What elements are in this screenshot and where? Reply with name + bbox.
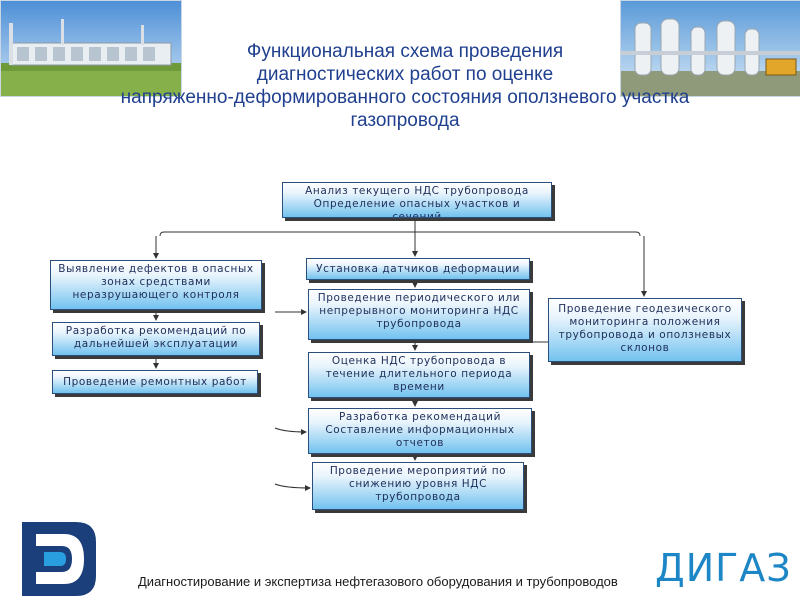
box-sensor-installation-line-1: Установка датчиков деформации <box>316 263 520 275</box>
box-stress-reduction-measures-line-1: Проведение мероприятий по <box>329 465 507 477</box>
box-stress-analysis: Анализ текущего НДС трубопровода Определ… <box>282 182 552 218</box>
title-line-4: газопровода <box>350 110 460 131</box>
box-repair-works: Проведение ремонтных работ <box>52 370 258 394</box>
box-long-term-assessment-line-2: течение длительного периода <box>325 368 513 380</box>
title-line-2: диагностических работ по оценке <box>256 64 554 85</box>
box-stress-monitoring-line-3: трубопровода <box>376 318 462 330</box>
connector-left-to-measures <box>274 483 311 491</box>
box-stress-analysis-line-2: Определение опасных участков и сечений <box>313 198 521 218</box>
company-tagline: Диагностирование и экспертиза нефтегазов… <box>138 574 618 589</box>
box-defect-detection-line-3: неразрушающего контроля <box>72 289 240 301</box>
gas-plant-photo <box>620 0 800 97</box>
box-operation-recommendations: Разработка рекомендаций по дальнейшей эк… <box>52 322 260 356</box>
box-reports-line-2: Составление информационных <box>325 424 515 436</box>
box-reports-line-3: отчетов <box>395 437 445 449</box>
brand-name: ДИГАЗ <box>655 546 792 590</box>
title-line-3: напряженно-деформированного состояния оп… <box>120 87 690 108</box>
box-sensor-installation: Установка датчиков деформации <box>306 258 530 280</box>
box-reports-line-1: Разработка рекомендаций <box>338 411 501 423</box>
box-reports: Разработка рекомендаций Составление инфо… <box>308 408 532 454</box>
box-stress-reduction-measures-line-2: снижению уровня НДС <box>348 478 488 490</box>
box-long-term-assessment: Оценка НДС трубопровода в течение длител… <box>308 352 530 398</box>
box-defect-detection-line-2: зонах средствами <box>101 276 211 288</box>
box-stress-reduction-measures-line-3: трубопровода <box>375 491 461 503</box>
compressor-station-photo <box>0 0 182 97</box>
box-stress-monitoring-line-1: Проведение периодического или <box>317 292 521 304</box>
box-operation-recommendations-line-1: Разработка рекомендаций по <box>65 325 247 337</box>
box-repair-works-line-1: Проведение ремонтных работ <box>63 376 247 388</box>
box-geodetic-monitoring-line-2: мониторинга положения <box>569 316 721 328</box>
digaz-logo-icon <box>20 520 98 598</box>
connector-horizontal-split <box>159 231 641 237</box>
connector-left-to-reports <box>274 427 307 435</box>
box-operation-recommendations-line-2: дальнейшей эксплуатации <box>73 338 239 350</box>
box-long-term-assessment-line-3: времени <box>393 381 445 393</box>
box-geodetic-monitoring: Проведение геодезического мониторинга по… <box>548 298 742 362</box>
box-stress-analysis-line-1: Анализ текущего НДС трубопровода <box>305 185 529 197</box>
box-geodetic-monitoring-line-3: трубопровода и оползневых <box>558 329 732 341</box>
page-title: Функциональная схема проведения диагност… <box>50 40 760 132</box>
box-stress-monitoring-line-2: непрерывного мониторинга НДС <box>319 305 519 317</box>
box-geodetic-monitoring-line-4: склонов <box>620 342 670 354</box>
box-long-term-assessment-line-1: Оценка НДС трубопровода в <box>331 355 507 367</box>
box-defect-detection-line-1: Выявление дефектов в опасных <box>58 263 254 275</box>
box-defect-detection: Выявление дефектов в опасных зонах средс… <box>50 260 262 310</box>
box-stress-reduction-measures: Проведение мероприятий по снижению уровн… <box>312 462 524 510</box>
box-geodetic-monitoring-line-1: Проведение геодезического <box>558 303 732 315</box>
title-line-1: Функциональная схема проведения <box>246 41 564 62</box>
box-stress-monitoring: Проведение периодического или непрерывно… <box>308 289 530 340</box>
